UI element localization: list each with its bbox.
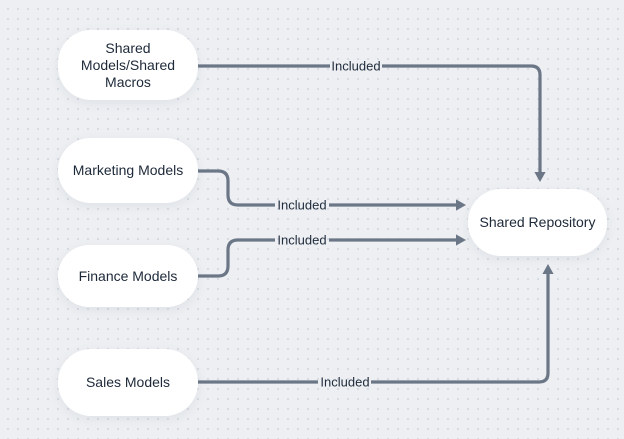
edge-label-included: Included [277, 197, 327, 213]
node-label: Marketing Models [72, 162, 184, 178]
node-label: Shared Repository [479, 214, 596, 230]
node-shared-models-shared-macros: Shared Models/Shared Macros [58, 30, 198, 100]
arrowhead-right-icon [456, 199, 466, 211]
node-shared-repository: Shared Repository [468, 189, 607, 256]
arrowhead-down-icon [534, 172, 546, 182]
edge-sales-to-repository [198, 264, 554, 384]
arrowhead-up-icon [542, 264, 554, 274]
node-label: Sales Models [85, 374, 171, 390]
edge-label-included: Included [277, 232, 327, 248]
node-label: Finance Models [78, 267, 178, 284]
edge-finance-to-repository [198, 234, 466, 278]
node-sales-models: Sales Models [58, 349, 198, 416]
node-marketing-models: Marketing Models [58, 138, 198, 203]
node-label: Shared Models/Shared Macros [80, 39, 176, 90]
node-finance-models: Finance Models [58, 245, 198, 307]
edge-marketing-to-repository [198, 169, 466, 211]
edge-shared-models-to-repository [198, 64, 546, 182]
edge-label-included: Included [331, 58, 381, 74]
edge-label-included: Included [320, 374, 370, 390]
arrowhead-right-icon [456, 234, 466, 246]
